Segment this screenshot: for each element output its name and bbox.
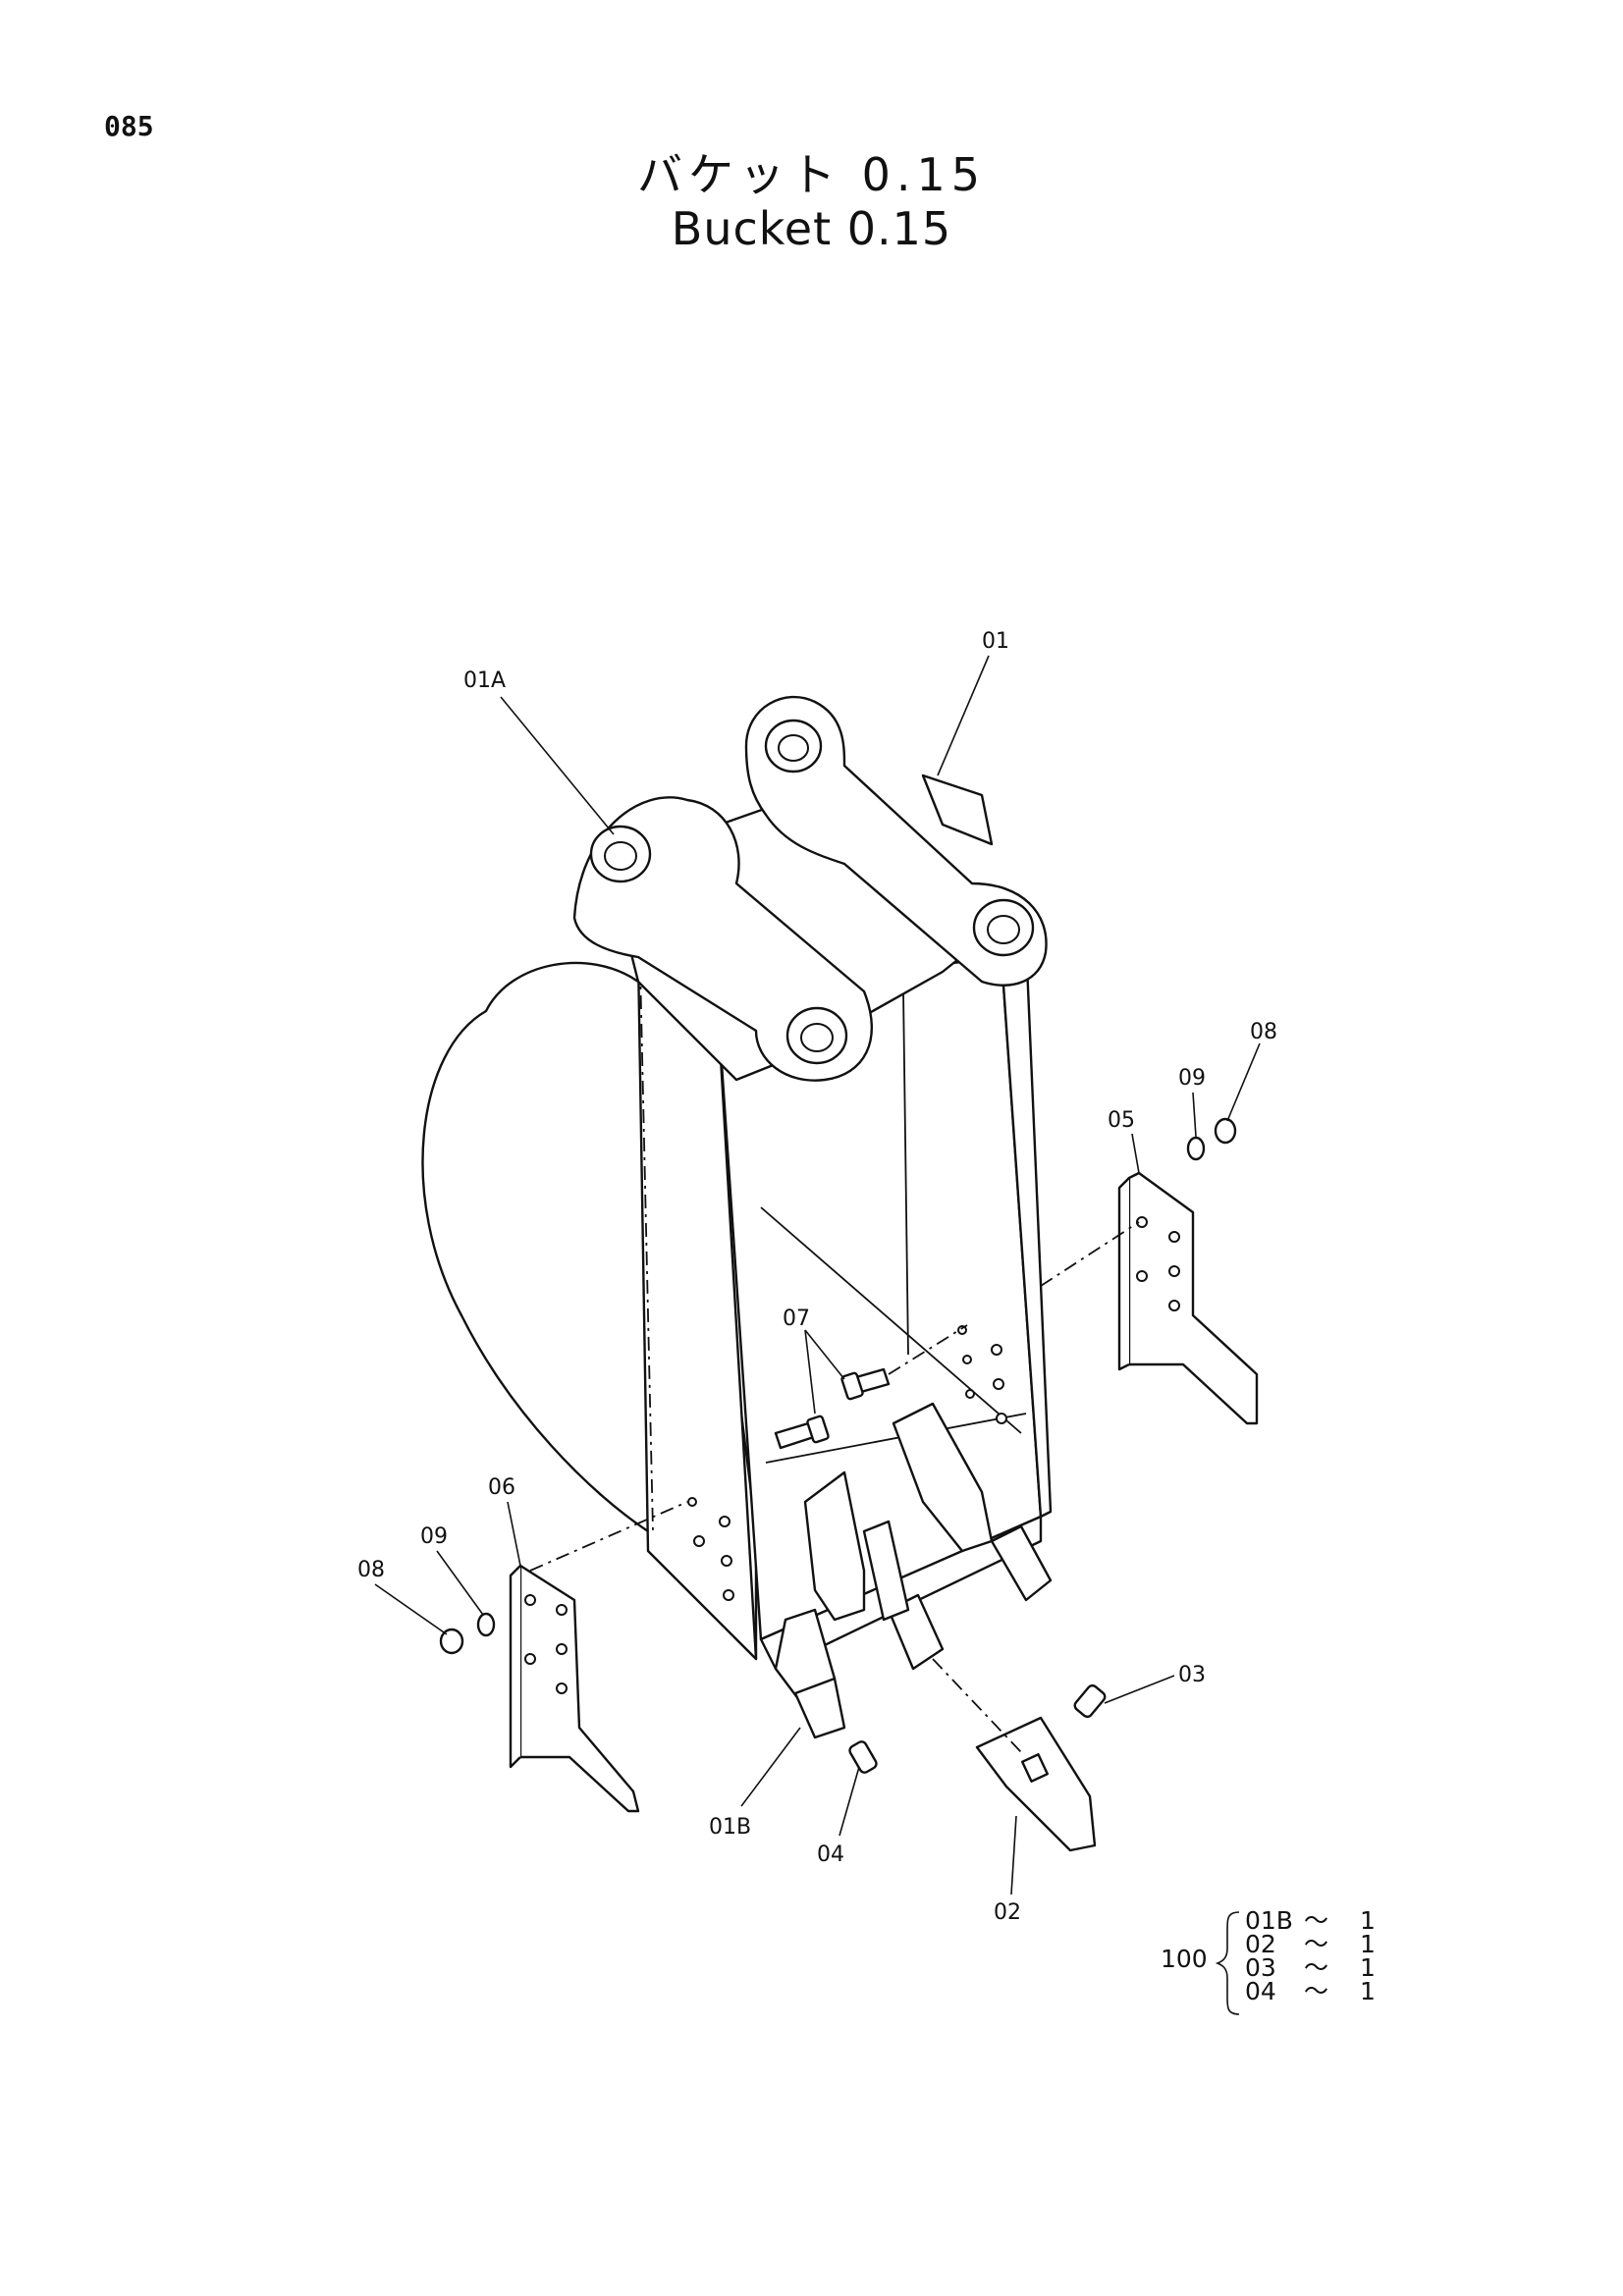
hardware-left <box>439 1612 496 1655</box>
bracket-gusset <box>921 774 994 846</box>
tooth-02 <box>975 1716 1097 1852</box>
bolts-07 <box>774 1367 891 1450</box>
lock-04 <box>848 1740 878 1774</box>
kit-item-tilde: ～ <box>1304 1953 1328 1982</box>
kit-item-qty: 1 <box>1360 1977 1376 2005</box>
side-cutter-holes-left <box>687 1497 734 1601</box>
pin-03 <box>1073 1683 1107 1719</box>
leader-lines <box>374 655 1261 1896</box>
kit-row: 03 ～ 1 <box>1245 1953 1376 1982</box>
callout-01: 01 <box>982 629 1009 654</box>
callout-07: 07 <box>783 1307 810 1331</box>
kit-item-part: 04 <box>1245 1977 1276 2005</box>
align-line-left-cutter <box>529 1501 688 1572</box>
callout-03: 03 <box>1178 1663 1206 1687</box>
callout-02: 02 <box>994 1900 1021 1925</box>
bucket-inner-line <box>902 990 909 1356</box>
bucket-diagonal-line <box>760 1206 1022 1434</box>
bracket-right-arm <box>744 695 1048 987</box>
align-line-tooth <box>932 1658 1022 1753</box>
adapter-mid <box>862 1520 910 1622</box>
kit-group: 100 01B ～ 1 02 ～ 1 03 ～ 1 04 ～ 1 <box>1161 1906 1376 2015</box>
adapter-left-tip <box>793 1677 846 1739</box>
kit-item-tilde: ～ <box>1304 1977 1328 2005</box>
kit-row: 04 ～ 1 <box>1245 1977 1376 2005</box>
kit-item-part: 02 <box>1245 1930 1276 1958</box>
kit-item-part: 03 <box>1245 1953 1276 1982</box>
callout-06: 06 <box>488 1475 515 1500</box>
kit-item-qty: 1 <box>1360 1930 1376 1958</box>
callout-04: 04 <box>817 1842 844 1867</box>
align-line-bolts <box>888 1324 968 1375</box>
callout-09-right: 09 <box>1178 1066 1206 1091</box>
align-line-right-cutter <box>1040 1221 1140 1287</box>
callout-05: 05 <box>1108 1108 1135 1133</box>
kit-item-qty: 1 <box>1360 1953 1376 1982</box>
side-cutter-05 <box>1117 1171 1259 1425</box>
callout-08-right: 08 <box>1250 1020 1277 1044</box>
kit-item-tilde: ～ <box>1304 1930 1328 1958</box>
bracket-left-arm <box>572 796 874 1082</box>
kit-number: 100 <box>1161 1945 1208 1973</box>
tooth-adapters <box>774 1402 1053 1739</box>
bucket-body <box>421 940 1053 1671</box>
side-cutter-holes-right <box>957 1325 1007 1424</box>
title-english: Bucket 0.15 <box>671 202 952 255</box>
kit-item-qty: 1 <box>1360 1906 1376 1935</box>
callout-09-left: 09 <box>420 1524 448 1549</box>
title-japanese: バケット 0.15 <box>636 148 987 201</box>
kit-item-part: 01B <box>1245 1906 1293 1935</box>
kit-row: 02 ～ 1 <box>1245 1930 1376 1958</box>
bucket-link-bracket <box>572 695 1048 1082</box>
callout-01b: 01B <box>709 1815 751 1840</box>
side-cutter-06 <box>509 1564 640 1813</box>
callout-01a: 01A <box>463 668 506 693</box>
kit-item-tilde: ～ <box>1304 1906 1328 1935</box>
bucket-floor-line <box>765 1413 1027 1464</box>
adapter-right-tip <box>990 1524 1053 1602</box>
adapter-center <box>803 1470 866 1622</box>
bucket-hidden-edge-left <box>639 966 654 1532</box>
page-number: 085 <box>104 110 154 142</box>
hardware-right <box>1186 1117 1237 1161</box>
kit-row: 01B ～ 1 <box>1245 1906 1376 1935</box>
kit-brace <box>1215 1911 1240 2015</box>
callout-08-left: 08 <box>357 1558 385 1582</box>
